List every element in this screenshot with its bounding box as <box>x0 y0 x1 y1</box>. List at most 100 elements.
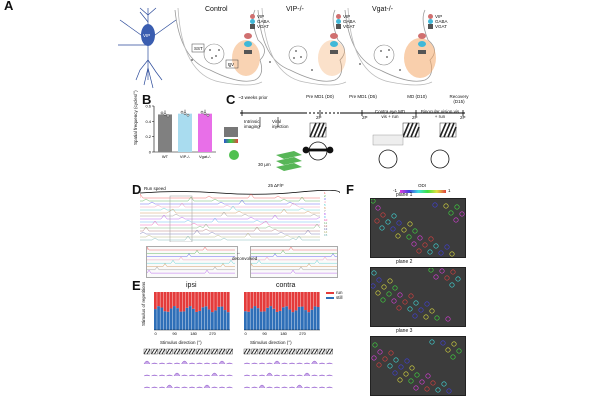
still-segment <box>173 306 176 330</box>
run-segment <box>201 292 205 308</box>
trace-11 <box>140 223 321 229</box>
roi-circle <box>453 217 459 223</box>
tuning-curve <box>211 372 218 377</box>
roi-circle <box>439 268 445 274</box>
inset-trace <box>251 256 339 261</box>
tuning-curve <box>296 374 303 377</box>
tuning-curve <box>188 362 196 365</box>
data-point <box>180 110 184 114</box>
tuning-curves <box>143 348 333 389</box>
roi-circle <box>449 251 455 257</box>
trace-row-number: 11 <box>324 221 328 225</box>
e-x-tick-label: 0 <box>244 331 247 336</box>
roi-circle <box>444 275 450 281</box>
b-y-tick-label: 0 <box>149 150 152 155</box>
gaba-legend-icon <box>336 19 341 24</box>
tuning-curve <box>226 386 233 389</box>
still-segment <box>179 311 183 330</box>
e-x-tick-label: 270 <box>209 331 216 336</box>
trace-13 <box>140 229 320 235</box>
tuning-curve <box>311 374 318 377</box>
inset-trace <box>146 269 235 274</box>
calcium-traces <box>140 190 340 242</box>
roi-circle <box>387 363 393 369</box>
still-legend-icon <box>326 296 334 299</box>
run-segment <box>176 292 179 309</box>
tuning-curve <box>258 374 266 377</box>
mouse-head-2 <box>378 149 398 169</box>
tuning-curve <box>326 386 333 389</box>
roi-circle <box>385 219 391 225</box>
trace-row-number: 15 <box>324 233 328 237</box>
run-segment <box>301 292 304 307</box>
roi-circle <box>392 285 398 291</box>
roi-circle <box>440 340 446 346</box>
tuning-curve <box>273 374 281 377</box>
still-segment <box>313 306 317 330</box>
b-y-tick-label: 0.2 <box>145 134 151 139</box>
trace-8 <box>140 214 321 220</box>
still-segment <box>157 306 160 330</box>
roi-circle <box>455 276 461 282</box>
trace-7 <box>140 211 320 217</box>
run-segment <box>307 292 311 313</box>
roi-circle <box>414 372 420 378</box>
still-segment <box>182 311 186 330</box>
vip-legend-icon <box>428 14 433 19</box>
inset-trace <box>146 246 235 251</box>
trace-row-number: 5 <box>324 203 326 207</box>
tuning-curve <box>273 386 281 389</box>
roi-circle <box>377 349 383 355</box>
trace-row-number: 12 <box>324 224 328 228</box>
run-segment <box>185 292 189 308</box>
vip-cell-label: VIP <box>143 33 151 38</box>
roi-circle <box>379 225 385 231</box>
run-segment <box>223 292 227 311</box>
scale-30um: 30 µm <box>258 162 271 167</box>
roi-circle <box>441 381 447 387</box>
bar-wt <box>158 114 172 152</box>
roi-circle <box>419 379 425 385</box>
tuning-curve <box>143 374 151 377</box>
roi-circle <box>413 385 419 391</box>
tuning-curve <box>203 384 211 389</box>
synapse-outline-control <box>174 9 265 82</box>
roi-circle <box>391 213 397 219</box>
still-segment <box>154 309 157 330</box>
gaba-legend-icon <box>428 19 433 24</box>
still-segment <box>294 310 298 330</box>
roi-circle <box>429 339 435 345</box>
roi-circle <box>398 364 404 370</box>
inset-trace <box>250 262 339 267</box>
run-segment <box>160 292 164 308</box>
still-segment <box>223 310 227 330</box>
tuning-curve <box>166 384 173 389</box>
roi-circle <box>372 342 378 348</box>
inset-trace <box>147 256 235 261</box>
b-category-label: Vgat-/- <box>199 154 212 159</box>
tuning-curve <box>243 362 251 365</box>
run-segment <box>179 292 183 312</box>
tuning-curve <box>196 362 203 365</box>
tuning-curve <box>281 362 288 365</box>
run-segment <box>157 292 160 307</box>
label-viral: Viral injection <box>272 119 289 129</box>
trace-row-number: 10 <box>324 218 328 222</box>
still-segment <box>247 311 250 330</box>
roi-circle <box>422 242 428 248</box>
data-point <box>203 112 207 115</box>
plane-2-title: plane 2 <box>396 259 413 265</box>
roi-circle <box>370 198 376 204</box>
panel-a-drawing <box>118 7 436 89</box>
tuning-curve <box>326 374 333 377</box>
run-segment <box>291 292 295 313</box>
vip-cell-body <box>141 24 155 46</box>
roi-circle <box>395 233 401 239</box>
roi-circle <box>391 298 397 304</box>
roi-circle <box>376 362 382 368</box>
tuning-curve <box>158 362 166 365</box>
plane-1-image <box>370 198 466 258</box>
run-segment <box>304 292 307 311</box>
run-segment <box>211 292 214 313</box>
panel-d-label: D <box>132 182 142 197</box>
